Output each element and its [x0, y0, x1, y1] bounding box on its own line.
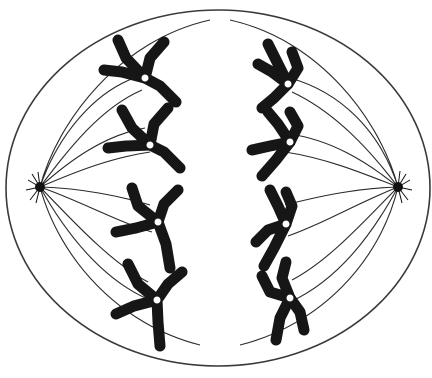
left-chromosome-4-arm-4 [157, 300, 160, 346]
right-centromere-4 [286, 294, 294, 302]
left-chromosome-1-arm-4 [145, 78, 176, 102]
chromosomes [104, 40, 304, 346]
left-chromosome-4-arm-2 [116, 300, 157, 314]
left-pole-dot [35, 182, 45, 192]
cell-membrane [6, 10, 430, 366]
left-chromosome-2-arm-2 [108, 145, 150, 148]
left-centrosome [26, 172, 45, 203]
left-chromosome-3-arm-4 [158, 222, 170, 268]
right-chromosome-2 [252, 112, 298, 176]
left-chromosome-2-arm-4 [150, 145, 180, 168]
left-chromosome-4-arm-1 [128, 264, 157, 300]
left-centromere-3 [154, 218, 162, 226]
left-chromosome-3 [116, 188, 178, 268]
left-centromere-1 [141, 74, 149, 82]
right-centromere-1 [284, 80, 292, 88]
left-chromosome-3-arm-3 [158, 190, 178, 222]
spindle-fibers-right [230, 20, 398, 345]
left-chromosome-1-arm-2 [104, 70, 145, 78]
left-centromere-4 [153, 296, 161, 304]
left-chromosome-1 [104, 40, 176, 102]
right-chromosome-1 [258, 44, 298, 108]
left-chromosome-2-arm-3 [150, 108, 168, 145]
left-chromosome-4-arm-3 [157, 272, 182, 300]
left-chromosome-3-arm-2 [116, 222, 158, 232]
left-chromosome-1-arm-3 [145, 42, 164, 78]
right-chromosome-3 [256, 190, 292, 266]
right-chromosome-4-arm-4 [276, 298, 290, 340]
right-centromere-3 [282, 220, 290, 228]
left-centromere-2 [146, 141, 154, 149]
right-centrosome [393, 171, 412, 203]
right-chromosome-1-arm-4 [262, 84, 288, 108]
right-pole-dot [393, 182, 403, 192]
right-centromere-2 [286, 138, 294, 146]
right-chromosome-4 [262, 262, 304, 340]
left-chromosome-4 [116, 264, 182, 346]
